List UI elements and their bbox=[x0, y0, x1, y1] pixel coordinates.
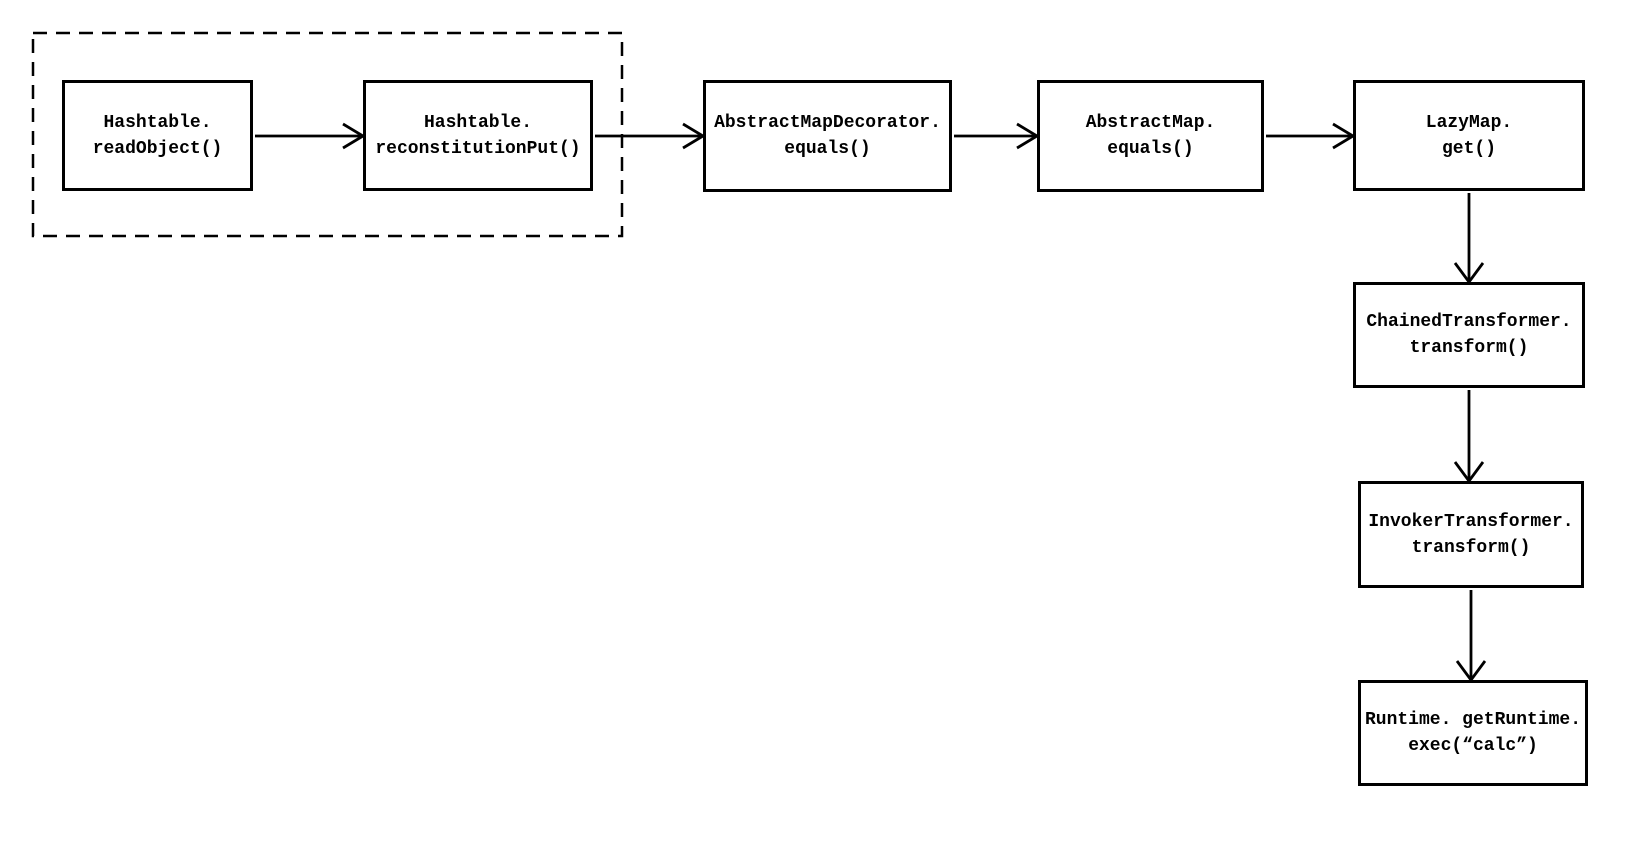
node-label-line: ChainedTransformer. bbox=[1366, 312, 1572, 332]
node-lazymap-get: LazyMap. get() bbox=[1353, 80, 1585, 191]
node-label-line: Hashtable. bbox=[103, 112, 212, 133]
arrow-readobject-to-reconstitutionput bbox=[255, 122, 366, 150]
node-runtime-exec: Runtime. getRuntime. exec(“calc”) bbox=[1358, 680, 1588, 786]
node-label-line: equals() bbox=[1107, 139, 1194, 159]
arrow-reconstitutionput-to-abstractmapdecorator bbox=[595, 122, 706, 150]
node-hashtable-readobject: Hashtable. readObject() bbox=[62, 80, 253, 191]
node-invokertransformer-transform: InvokerTransformer. transform() bbox=[1358, 481, 1584, 588]
node-label-line: transform() bbox=[1411, 537, 1531, 558]
arrow-invokertransformer-to-runtime bbox=[1455, 590, 1487, 683]
node-label-line: get() bbox=[1441, 138, 1496, 159]
node-label-line: LazyMap. bbox=[1425, 112, 1513, 133]
node-label-line: reconstitutionPut() bbox=[375, 138, 581, 159]
arrow-lazymap-to-chainedtransformer bbox=[1453, 193, 1485, 285]
arrow-abstractmapdecorator-to-abstractmap bbox=[954, 122, 1040, 150]
node-label-line: AbstractMap. bbox=[1085, 113, 1216, 133]
node-label-line: Runtime. getRuntime. bbox=[1364, 710, 1582, 730]
node-chainedtransformer-transform: ChainedTransformer. transform() bbox=[1353, 282, 1585, 388]
node-label-line: Hashtable. bbox=[423, 112, 533, 133]
arrow-chainedtransformer-to-invokertransformer bbox=[1453, 390, 1485, 484]
arrow-abstractmap-to-lazymap bbox=[1266, 122, 1356, 150]
node-abstractmap-equals: AbstractMap. equals() bbox=[1037, 80, 1264, 192]
node-label-line: AbstractMapDecorator. bbox=[714, 113, 941, 133]
node-label-line: readObject() bbox=[92, 138, 223, 159]
node-label-line: exec(“calc”) bbox=[1408, 736, 1538, 756]
node-label-line: transform() bbox=[1409, 338, 1529, 358]
node-label-line: equals() bbox=[784, 139, 871, 159]
node-abstractmapdecorator-equals: AbstractMapDecorator. equals() bbox=[703, 80, 952, 192]
node-label-line: InvokerTransformer. bbox=[1368, 511, 1574, 532]
node-hashtable-reconstitutionput: Hashtable. reconstitutionPut() bbox=[363, 80, 593, 191]
